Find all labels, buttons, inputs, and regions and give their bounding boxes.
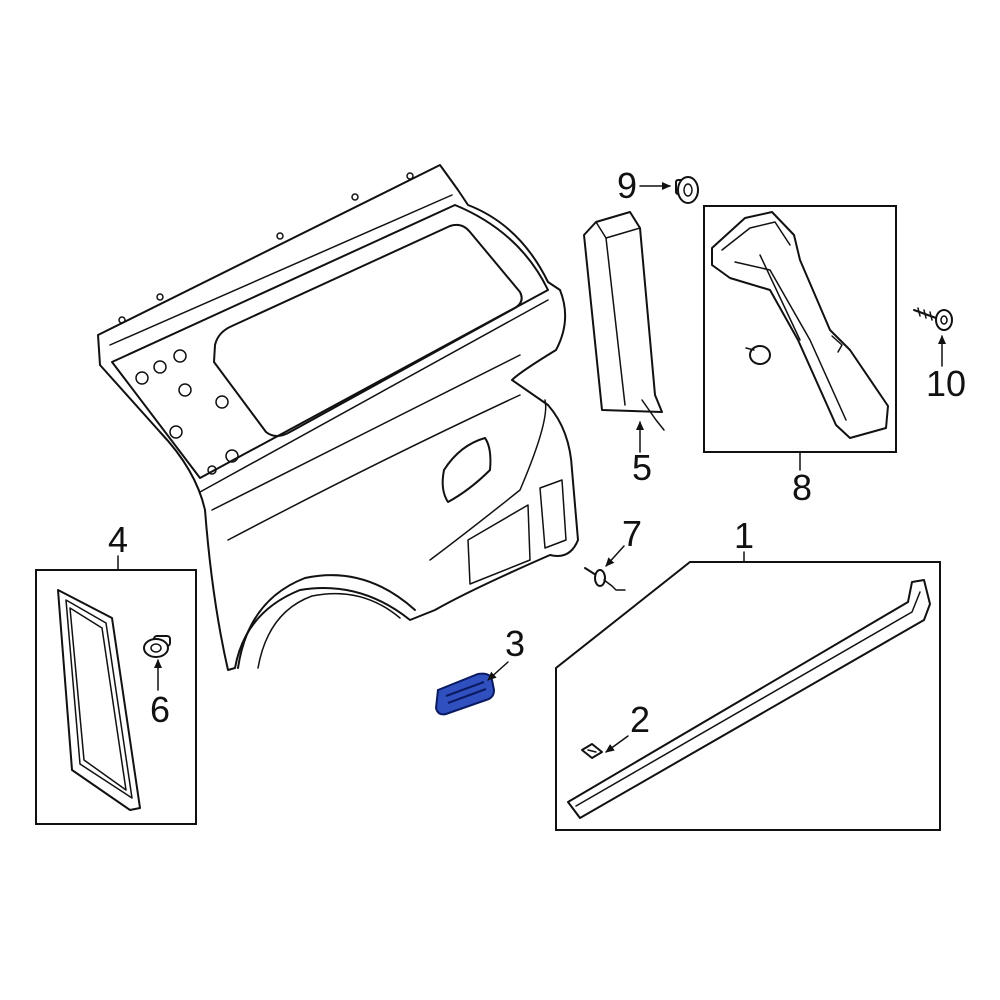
callout-2: 2	[630, 699, 650, 740]
part-8-box	[703, 205, 897, 453]
callout-10: 10	[926, 363, 966, 404]
part-5-pillar-trim	[583, 211, 665, 431]
callout-4: 4	[108, 519, 128, 560]
part-8-pillar-trim	[711, 211, 889, 439]
callout-5: 5	[632, 447, 652, 488]
part-3-grommet	[434, 672, 496, 716]
leader-lines	[117, 182, 946, 753]
part-4-box	[35, 569, 197, 825]
callout-8: 8	[792, 467, 812, 508]
part-9-fastener	[675, 176, 699, 204]
part-4-window-seal	[57, 589, 141, 811]
callout-6: 6	[150, 689, 170, 730]
part-10-screw	[913, 307, 953, 331]
part-7-pin	[584, 567, 626, 591]
part-8-clip	[745, 345, 771, 365]
part-6-clip	[143, 635, 171, 658]
callout-3: 3	[505, 623, 525, 664]
callout-1: 1	[734, 515, 754, 556]
callout-7: 7	[622, 513, 642, 554]
callout-9: 9	[617, 165, 637, 206]
part-1-moulding	[567, 579, 931, 819]
part-1-box	[555, 561, 941, 831]
part-2-clip	[581, 743, 603, 759]
quarter-panel-body	[97, 164, 579, 671]
